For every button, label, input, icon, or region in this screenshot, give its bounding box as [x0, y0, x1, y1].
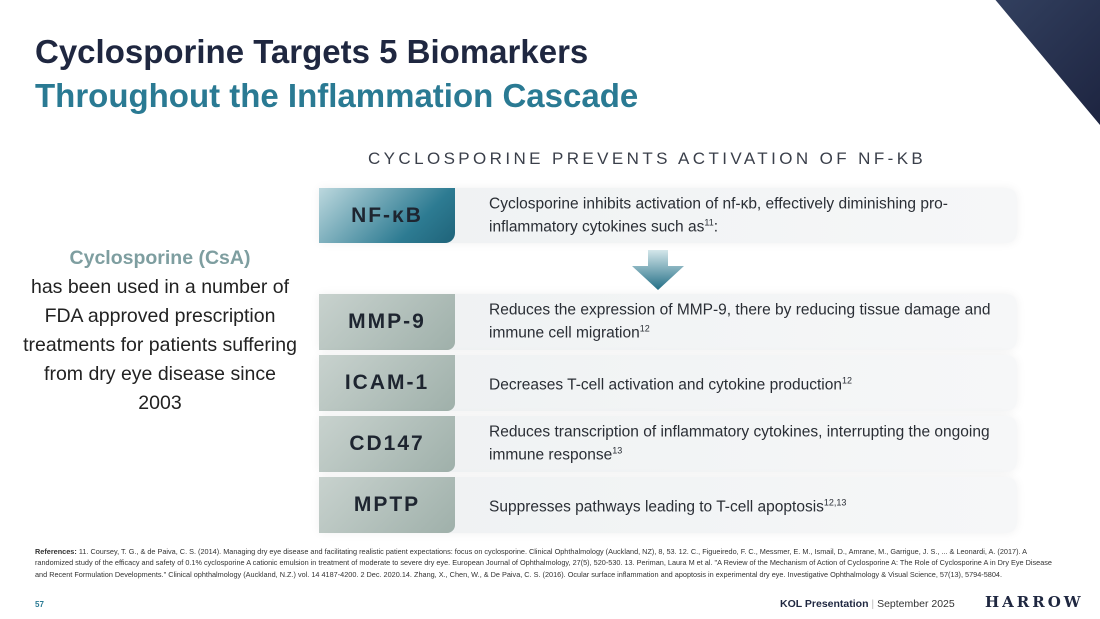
footer-separator: | [871, 598, 875, 610]
subheading: CYCLOSPORINE PREVENTS ACTIVATION OF NF-K… [368, 149, 927, 168]
row-text: Reduces the expression of MMP-9, there b… [489, 301, 999, 342]
callout-highlight: Cyclosporine (CsA) [69, 247, 251, 269]
row-text: Decreases T-cell activation and cytokine… [489, 371, 999, 394]
row-desc: Reduces the expression of MMP-9, there b… [489, 301, 991, 342]
arrow-down-icon [632, 250, 684, 290]
row-label: MMP-9 [319, 294, 455, 350]
row-cd147: CD147 Reduces transcription of inflammat… [319, 416, 1017, 472]
references: References: 11. Coursey, T. G., & de Pai… [35, 546, 1065, 580]
row-desc: Cyclosporine inhibits activation of nf-κ… [489, 194, 948, 236]
row-colon: : [713, 218, 719, 236]
corner-decoration [995, 0, 1100, 125]
references-text: 11. Coursey, T. G., & de Paiva, C. S. (2… [35, 547, 1052, 579]
row-desc: Suppresses pathways leading to T-cell ap… [489, 498, 824, 516]
row-text: Cyclosporine inhibits activation of nf-κ… [489, 195, 999, 236]
row-label: CD147 [319, 416, 455, 472]
harrow-logo: HARROW [985, 593, 1084, 611]
row-ref: 12,13 [823, 497, 847, 508]
callout-text: has been used in a number of FDA approve… [23, 276, 297, 414]
row-mmp9: MMP-9 Reduces the expression of MMP-9, t… [319, 294, 1017, 350]
row-nfkb: NF-κB Cyclosporine inhibits activation o… [319, 188, 1017, 243]
row-mptp: MPTP Suppresses pathways leading to T-ce… [319, 477, 1017, 533]
row-ref: 13 [612, 445, 623, 456]
row-ref: 12 [841, 375, 852, 386]
row-text: Suppresses pathways leading to T-cell ap… [489, 493, 999, 516]
references-label: References: [35, 547, 77, 556]
row-text: Reduces transcription of inflammatory cy… [489, 423, 999, 464]
row-label: MPTP [319, 477, 455, 533]
row-label: ICAM-1 [319, 355, 455, 411]
row-ref: 11 [704, 216, 714, 227]
row-label: NF-κB [319, 188, 455, 243]
row-desc: Reduces transcription of inflammatory cy… [489, 423, 990, 464]
left-callout: Cyclosporine (CsA) has been used in a nu… [20, 244, 300, 418]
row-desc: Decreases T-cell activation and cytokine… [489, 376, 842, 394]
row-ref: 12 [639, 323, 650, 334]
title-line1: Cyclosporine Targets 5 Biomarkers [35, 33, 589, 70]
footer-title: KOL Presentation [780, 598, 869, 610]
row-icam1: ICAM-1 Decreases T-cell activation and c… [319, 355, 1017, 411]
footer: KOL Presentation | September 2025 [780, 598, 955, 610]
page-number: 57 [35, 600, 44, 609]
footer-date: September 2025 [877, 598, 955, 610]
title-line2: Throughout the Inflammation Cascade [35, 77, 639, 114]
